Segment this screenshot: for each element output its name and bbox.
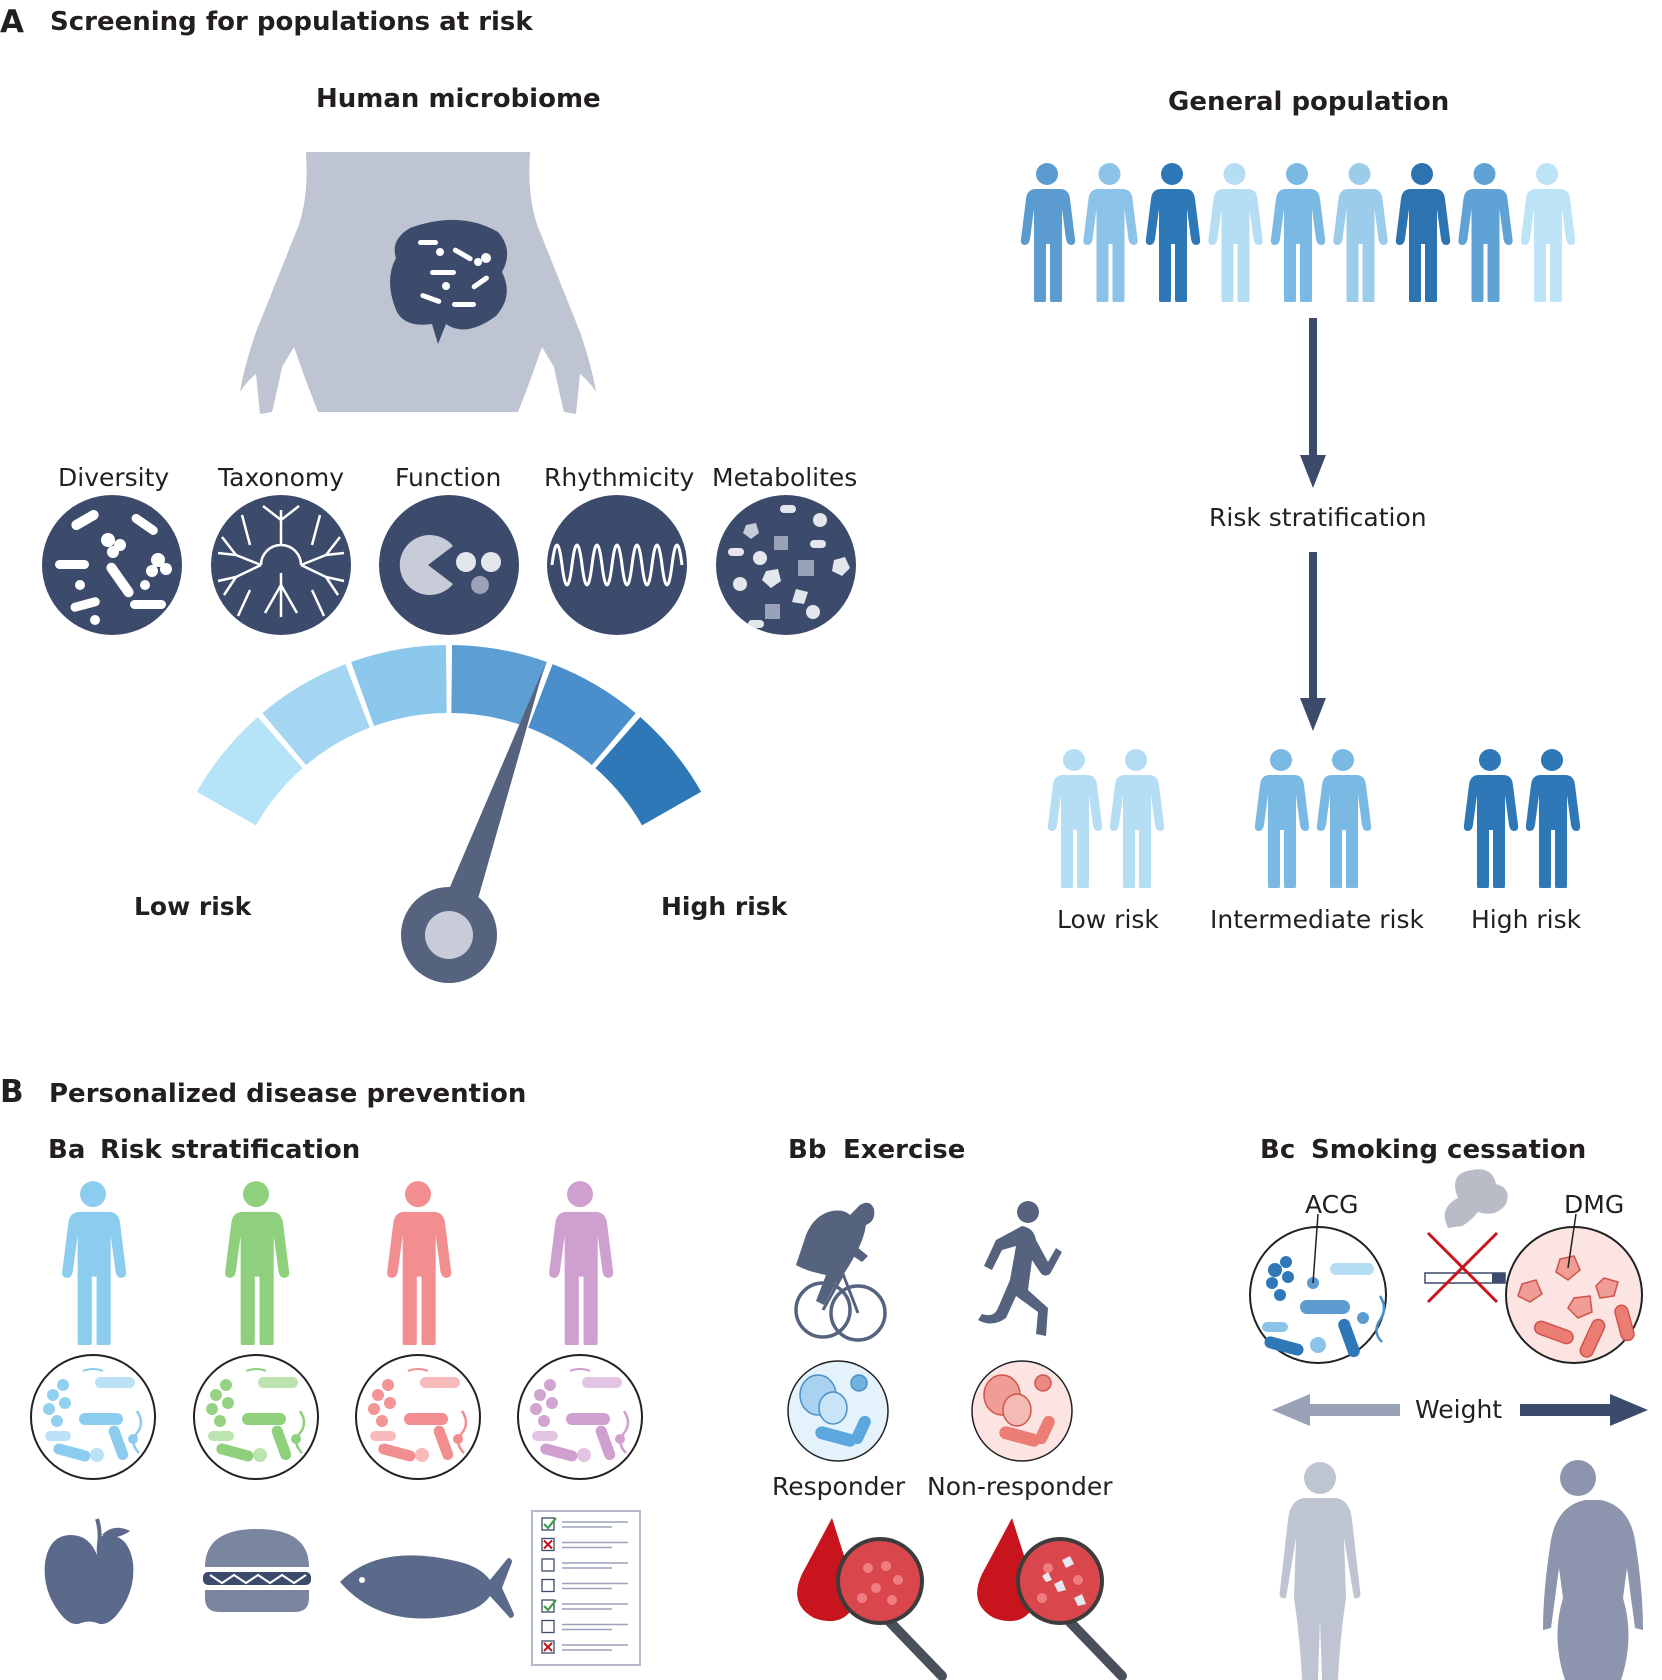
no-smoking-icon (1424, 1169, 1508, 1304)
stratification-arrow-top (1300, 318, 1326, 488)
risk-group-person-icon (1047, 749, 1103, 888)
ba-people (62, 1181, 614, 1345)
burger-icon (203, 1529, 311, 1612)
slim-body-icon (1279, 1462, 1361, 1680)
ba-microbiome-icon (517, 1354, 643, 1480)
metabolites-icon (716, 495, 856, 635)
non-responder-label: Non-responder (927, 1472, 1113, 1501)
cyclist-icon (794, 1202, 887, 1342)
non-responder-blood-icon (977, 1518, 1127, 1680)
population-title: General population (1168, 87, 1450, 117)
feature-label-rhythmicity: Rhythmicity (544, 463, 695, 492)
ba-person-icon (387, 1181, 452, 1345)
population-person-icon (1520, 163, 1576, 302)
ba-microbiomes (30, 1354, 643, 1480)
responder-blood-icon (797, 1518, 947, 1680)
gauge-segment (451, 645, 547, 727)
ba-microbiome-icon (30, 1354, 156, 1480)
gauge-segment (528, 664, 636, 766)
population-person-icon (1333, 163, 1388, 302)
feature-label-metabolites: Metabolites (712, 463, 858, 492)
gauge-segment (595, 717, 702, 826)
fish-icon (340, 1555, 514, 1619)
dmg-microbiome (1505, 1213, 1643, 1364)
feature-label-diversity: Diversity (58, 463, 170, 492)
risk-groups (1047, 749, 1581, 888)
bc-letter: Bc (1260, 1135, 1296, 1165)
acg-label: ACG (1305, 1190, 1359, 1219)
risk-group-person-icon (1525, 749, 1581, 888)
ba-letter: Ba (48, 1135, 86, 1165)
weight-label: Weight (1415, 1395, 1503, 1424)
ba-microbiome-icon (355, 1354, 481, 1480)
function-icon (379, 495, 519, 635)
gauge-segments (196, 645, 702, 826)
human-body-icon (240, 152, 596, 414)
population-person-icon (1145, 163, 1201, 302)
panel-a-title: Screening for populations at risk (50, 7, 533, 37)
population-person-icon (1270, 163, 1326, 302)
population-person-icon (1395, 163, 1451, 302)
risk-group-person-icon (1463, 749, 1519, 888)
bc-title: Smoking cessation (1311, 1135, 1587, 1165)
feature-label-function: Function (395, 463, 502, 492)
population-person-icon (1083, 163, 1138, 302)
non-responder-microbiome (971, 1360, 1073, 1462)
dmg-label: DMG (1564, 1190, 1625, 1219)
weight-arrow-right (1520, 1394, 1648, 1426)
group-label-high: High risk (1471, 905, 1582, 934)
group-label-low: Low risk (1057, 905, 1159, 934)
stratification-arrow-bottom (1300, 552, 1326, 731)
risk-gauge (196, 645, 702, 983)
rhythmicity-icon (547, 495, 687, 635)
gauge-segment (351, 645, 447, 727)
runner-icon (978, 1201, 1062, 1336)
heavy-body-icon (1543, 1460, 1643, 1680)
gauge-segment (196, 717, 303, 826)
ba-person-icon (62, 1181, 127, 1345)
panel-b-letter: B (0, 1074, 24, 1110)
responder-label: Responder (772, 1472, 906, 1501)
weight-arrow-left (1272, 1394, 1400, 1426)
ba-microbiome-icon (193, 1354, 319, 1480)
risk-group-person-icon (1254, 749, 1310, 888)
population-person-icon (1208, 163, 1263, 302)
feature-label-taxonomy: Taxonomy (218, 463, 345, 492)
responder-microbiome (787, 1360, 889, 1462)
taxonomy-icon (211, 495, 351, 635)
risk-stratification-label: Risk stratification (1209, 503, 1427, 532)
population-person-icon (1020, 163, 1076, 302)
gauge-segment (262, 664, 370, 766)
diversity-icon (42, 495, 182, 635)
group-label-intermediate: Intermediate risk (1210, 905, 1424, 934)
checklist-icon (531, 1510, 641, 1666)
risk-group-person-icon (1109, 749, 1165, 888)
ba-person-icon (225, 1181, 290, 1345)
bb-letter: Bb (788, 1135, 827, 1165)
population-person-icon (1458, 163, 1513, 302)
ba-title: Risk stratification (100, 1135, 361, 1165)
apple-icon (44, 1518, 134, 1625)
panel-b-title: Personalized disease prevention (49, 1079, 527, 1109)
bb-title: Exercise (843, 1135, 966, 1165)
acg-microbiome (1249, 1213, 1387, 1364)
gauge-low-label: Low risk (134, 892, 252, 921)
risk-group-person-icon (1316, 749, 1372, 888)
ba-person-icon (549, 1181, 614, 1345)
panel-a-letter: A (0, 4, 24, 40)
gauge-needle (401, 666, 545, 983)
microbiome-title: Human microbiome (316, 84, 601, 114)
gauge-high-label: High risk (661, 892, 788, 921)
population-row (1020, 163, 1576, 302)
